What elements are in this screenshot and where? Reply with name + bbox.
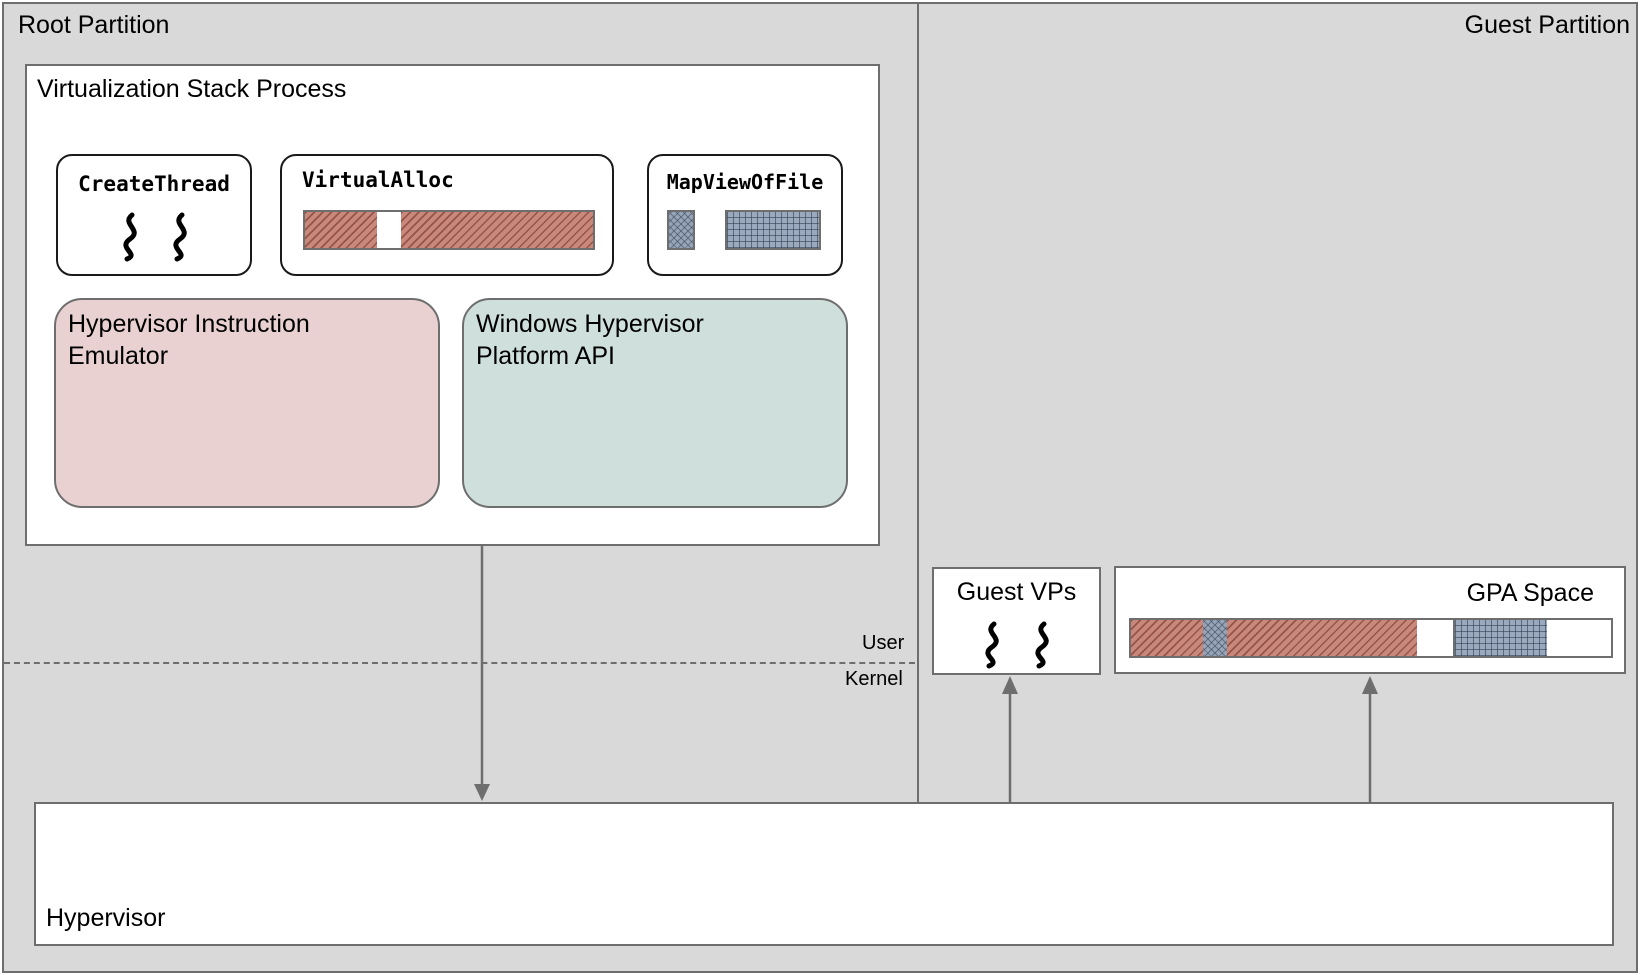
wavy-thread-icon [123, 212, 187, 262]
map-view-of-file-box: MapViewOfFile [647, 154, 843, 276]
whp-api-label: Windows Hypervisor Platform API [476, 310, 704, 370]
guest-partition-label: Guest Partition [1464, 11, 1630, 39]
arrowhead-up [1002, 676, 1018, 694]
arrowhead-up [1362, 676, 1378, 694]
virtual-alloc-box: VirtualAlloc [280, 154, 614, 276]
kernel-mode-label: Kernel [845, 668, 903, 690]
hypervisor-box: Hypervisor [34, 802, 1614, 946]
hypervisor-label: Hypervisor [46, 903, 166, 932]
memory-block-free [377, 212, 401, 248]
mapped-view-small [667, 210, 695, 250]
instruction-emulator-box: Hypervisor Instruction Emulator [54, 298, 440, 508]
instruction-emulator-label: Hypervisor Instruction Emulator [68, 310, 310, 370]
gpa-block-allocated [1227, 620, 1417, 656]
guest-vps-label: Guest VPs [956, 578, 1077, 606]
whp-api-box: Windows Hypervisor Platform API [462, 298, 848, 508]
root-partition-label: Root Partition [18, 11, 170, 39]
mapped-view-large [725, 210, 821, 250]
gpa-block-mapped-large [1453, 620, 1551, 656]
guest-vps-box: Guest VPs [932, 567, 1101, 675]
create-thread-label: CreateThread [78, 172, 230, 196]
gpa-block-free [1547, 620, 1611, 656]
gpa-block-mapped-small [1203, 620, 1227, 656]
gpa-space-box: GPA Space [1114, 566, 1626, 674]
wavy-thread-icon [985, 621, 1049, 669]
partition-divider [917, 2, 919, 802]
map-view-of-file-label: MapViewOfFile [666, 170, 824, 194]
vsp-title: Virtualization Stack Process [37, 75, 347, 103]
gpa-space-label: GPA Space [1466, 579, 1594, 607]
user-kernel-boundary [4, 662, 915, 664]
memory-block-allocated [401, 212, 593, 248]
gpa-block-free [1417, 620, 1453, 656]
gpa-memory-bar [1129, 618, 1613, 658]
user-mode-label: User [862, 632, 905, 654]
virtual-alloc-label: VirtualAlloc [302, 168, 454, 192]
virtual-alloc-memory-bar [303, 210, 595, 250]
create-thread-box: CreateThread [56, 154, 252, 276]
gpa-block-allocated [1131, 620, 1203, 656]
arrowhead-down [474, 784, 490, 801]
memory-block-allocated [305, 212, 377, 248]
